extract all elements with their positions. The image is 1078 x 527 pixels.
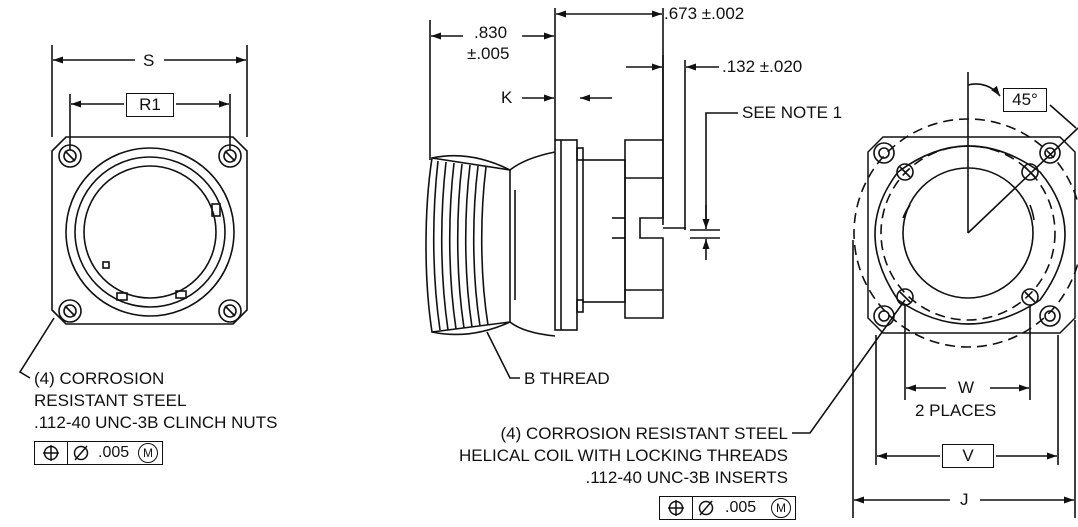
front-flange-outline <box>51 136 248 325</box>
rear-view <box>792 72 1078 518</box>
rear-boss <box>624 139 664 319</box>
fcf-tolerance: .005 <box>98 444 130 461</box>
clinch-nut <box>58 144 82 168</box>
rear-flange-outline <box>867 136 1076 334</box>
angle-box <box>1003 88 1047 112</box>
dim-w-label: W <box>958 378 975 397</box>
dim-673-label: .673 ±.002 <box>664 4 745 23</box>
fcf-tolerance: .005 <box>725 499 757 516</box>
clinch-nut <box>218 144 242 168</box>
dim-k-label: K <box>501 88 513 107</box>
dim-132-label: .132 ±.020 <box>722 57 803 76</box>
clinch-nut-note-line-1: (4) CORROSION <box>34 369 165 388</box>
position-symbol-icon <box>35 442 68 464</box>
insert-hole <box>896 163 914 181</box>
insert-hole <box>1021 163 1039 181</box>
side-flange <box>554 139 578 331</box>
dim-830-tolerance: ±.005 <box>467 44 510 63</box>
coupling-ring-inner <box>83 165 217 299</box>
dim-j-label: J <box>960 490 969 509</box>
thread-crests <box>432 160 489 331</box>
coupling-ring-outer <box>65 147 235 317</box>
clinch-nut-note-line-3: .112-40 UNC-3B CLINCH NUTS <box>34 413 278 432</box>
dim-v-box <box>942 444 994 468</box>
dim-s-label: S <box>143 51 155 70</box>
insert-feature-control-frame: .005 M <box>659 496 796 520</box>
clinch-nut <box>218 299 242 323</box>
see-note-label: SEE NOTE 1 <box>742 103 843 122</box>
angle-label: 45° <box>1012 90 1038 109</box>
coupling-ring-middle <box>74 156 226 308</box>
mmc-modifier-icon: M <box>771 498 791 518</box>
dim-830-label: .830 <box>474 23 508 42</box>
insert-note-line-3: .112-40 UNC-3B INSERTS <box>585 468 789 487</box>
threaded-barrel <box>425 157 511 333</box>
clinch-nut-note-line-2: RESISTANT STEEL <box>34 391 187 410</box>
clinch-nut-leader <box>18 317 55 379</box>
mmc-modifier-icon: M <box>138 443 158 463</box>
dim-r1-label: R1 <box>139 95 161 114</box>
b-thread-leader <box>486 331 520 379</box>
clinch-nut <box>58 299 82 323</box>
insert-note-line-1: (4) CORROSION RESISTANT STEEL <box>500 424 788 443</box>
diameter-symbol-icon <box>72 444 90 462</box>
see-note-leader <box>705 112 738 223</box>
clinch-nut-feature-control-frame: .005 M <box>34 441 163 465</box>
diameter-symbol-icon <box>697 499 715 517</box>
insert-note-line-2: HELICAL COIL WITH LOCKING THREADS <box>458 446 788 465</box>
insert-leader <box>792 299 906 434</box>
dim-r1-box <box>126 93 174 117</box>
b-thread-label: B THREAD <box>524 369 610 388</box>
position-symbol-icon <box>660 497 693 519</box>
dim-v-label: V <box>962 446 974 465</box>
side-view <box>425 8 738 379</box>
front-view <box>18 45 248 379</box>
dim-w-note: 2 PLACES <box>915 401 997 420</box>
